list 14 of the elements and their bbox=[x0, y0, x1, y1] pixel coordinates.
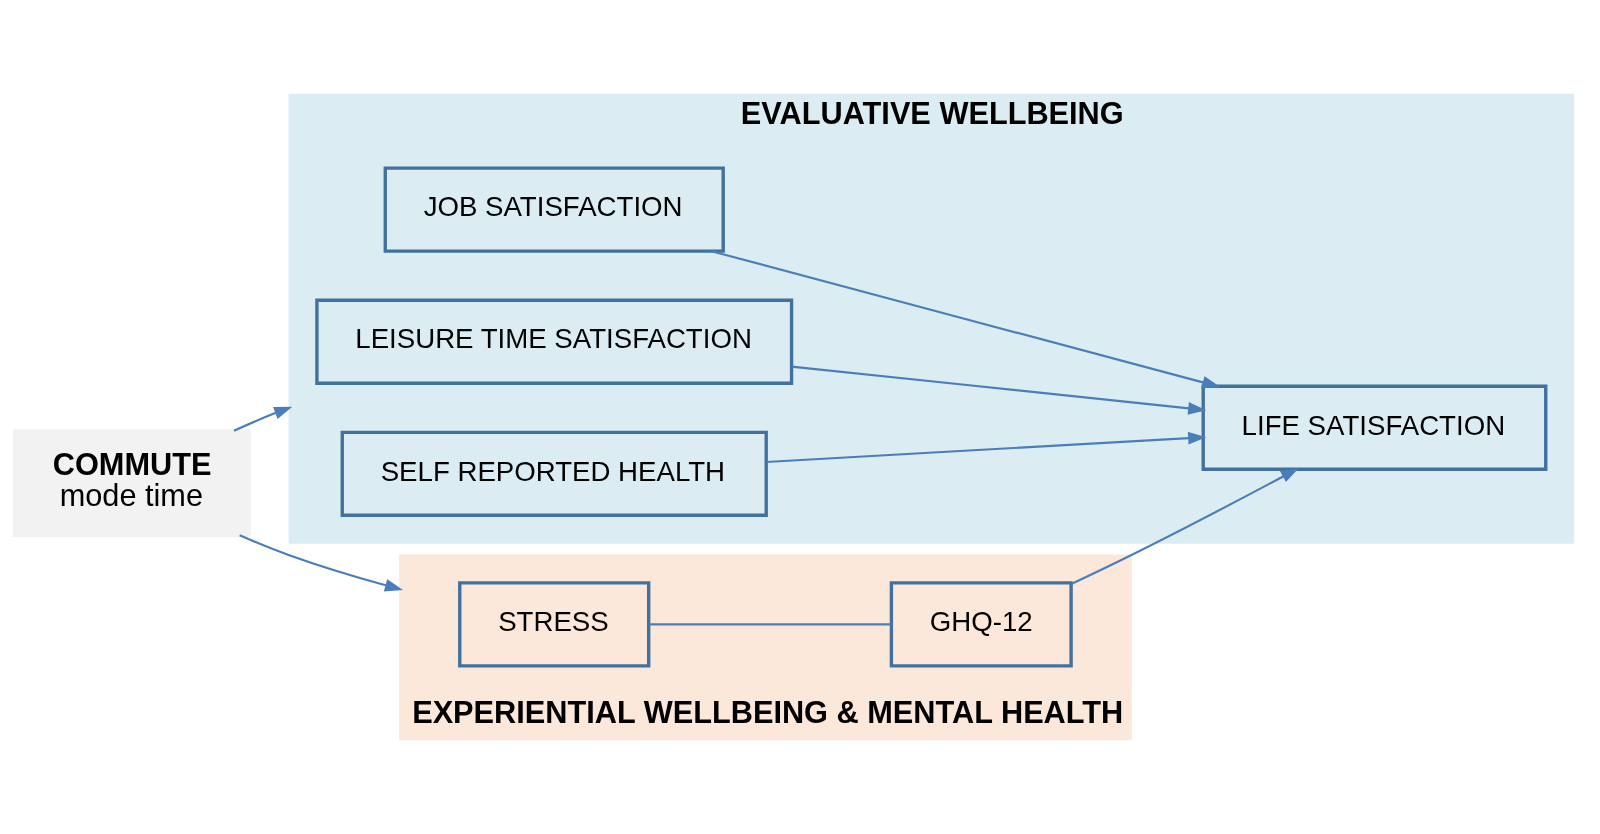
arrow bbox=[239, 534, 403, 592]
node-box: JOB SATISFACTION bbox=[383, 166, 725, 253]
connector bbox=[648, 623, 892, 626]
node-box: LEISURE TIME SATISFACTION bbox=[315, 298, 794, 385]
arrow bbox=[711, 250, 1221, 389]
arrow bbox=[1070, 467, 1299, 585]
node-box: LIFE SATISFACTION bbox=[1201, 384, 1548, 471]
node-box: COMMUTE mode time bbox=[12, 429, 251, 537]
arrow bbox=[233, 406, 293, 432]
node-box: SELF REPORTED HEALTH bbox=[340, 430, 768, 517]
arrow bbox=[766, 431, 1207, 464]
arrow bbox=[791, 365, 1207, 415]
node-box: STRESS bbox=[458, 581, 651, 668]
node-box: GHQ-12 bbox=[889, 581, 1073, 668]
